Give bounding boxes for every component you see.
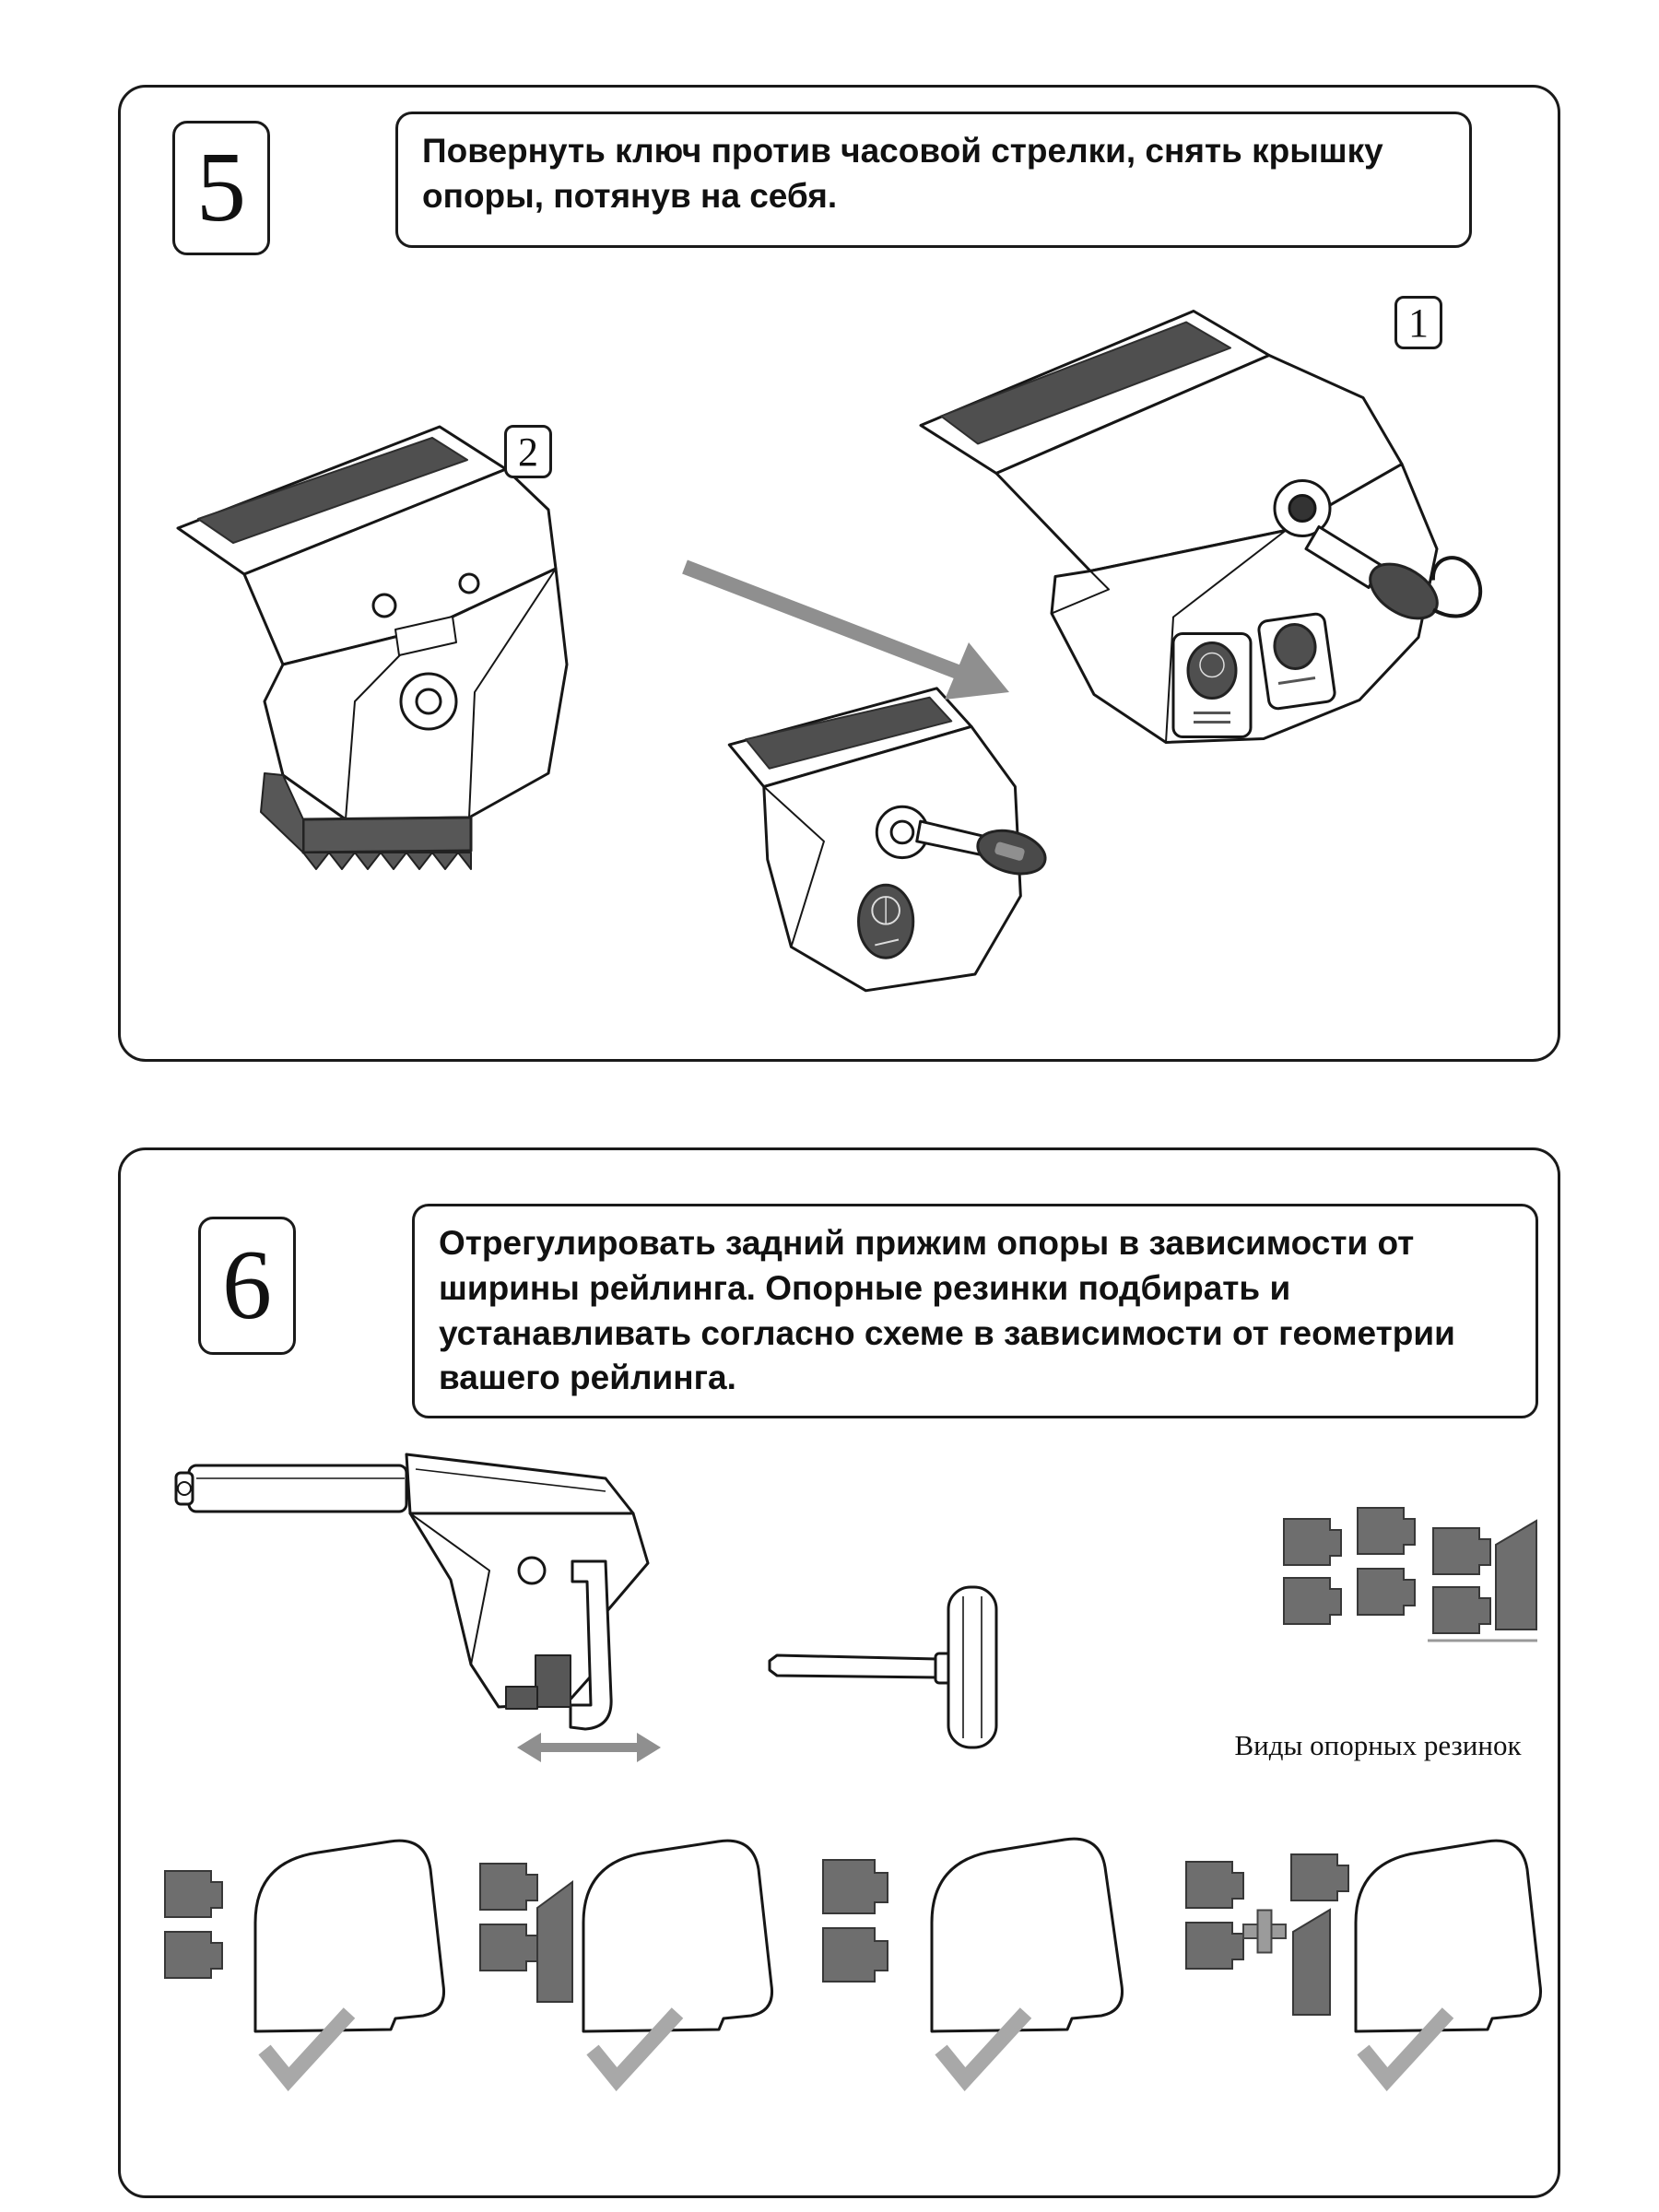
pad-option-1-drawing <box>164 1839 446 2092</box>
pad-option-3-drawing <box>822 1837 1124 2092</box>
step-5-number: 5 <box>196 133 246 242</box>
lower-body <box>1050 463 1439 744</box>
clamp-pad-dark <box>301 816 473 854</box>
crossbar-pad-stripe <box>940 321 1231 445</box>
rail-profile-outline <box>582 1839 774 2033</box>
stem-plate <box>394 616 457 656</box>
step-6-number: 6 <box>222 1230 272 1340</box>
foot-body <box>408 1512 650 1709</box>
step-5-instruction-text: Повернуть ключ против часовой стрелки, с… <box>422 132 1383 215</box>
key-shaft <box>768 1653 941 1679</box>
step-6-number-box: 6 <box>198 1217 296 1355</box>
cover-top-stripe <box>745 696 953 770</box>
top-cover <box>405 1453 635 1515</box>
hex-key-drawing <box>768 1585 998 1749</box>
rear-clamp <box>569 1559 613 1731</box>
step-5-panel: 5 Повернуть ключ против часовой стрелки,… <box>118 85 1560 1062</box>
pads-caption: Виды опорных резинок <box>1234 1729 1522 1761</box>
step-6-instruction-box: Отрегулировать задний прижим опоры в зав… <box>412 1204 1538 1419</box>
pad-option-4 <box>1182 1806 1559 2097</box>
side-wedge-dark <box>260 772 304 853</box>
step-5-instruction-box: Повернуть ключ против часовой стрелки, с… <box>395 112 1472 248</box>
step-6-panel: 6 Отрегулировать задний прижим опоры в з… <box>118 1147 1560 2198</box>
checkmark-icon <box>586 2007 684 2092</box>
pad-option-4-drawing <box>1185 1839 1543 2092</box>
rail-profile-outline <box>253 1839 446 2033</box>
crossbar-pad-stripe <box>197 437 468 544</box>
figure-label-left: 2 <box>504 425 552 478</box>
step-6-instruction-text: Отрегулировать задний прижим опоры в зав… <box>439 1224 1455 1397</box>
checkmark-icon <box>258 2007 356 2092</box>
pad-option-1 <box>156 1806 462 2097</box>
crossbar <box>187 1464 408 1513</box>
cover-body <box>762 724 1022 993</box>
pad-option-2 <box>473 1806 791 2097</box>
plus-icon <box>1242 1909 1287 1954</box>
cover-with-key-drawing <box>727 687 1047 993</box>
rail-profile-outline <box>1354 1839 1543 2033</box>
pad-option-3 <box>818 1806 1145 2097</box>
transition-arrow-icon <box>682 559 1009 700</box>
rail-profile-outline <box>930 1837 1124 2033</box>
figure-label-right: 1 <box>1394 296 1442 349</box>
clamp-teeth <box>302 852 472 870</box>
width-adjust-arrow-icon <box>517 1733 661 1762</box>
checkmark-icon <box>1357 2007 1454 2092</box>
support-foot-open-drawing <box>919 310 1483 744</box>
key-blade <box>1304 525 1383 589</box>
pad-option-2-drawing <box>479 1839 774 2092</box>
step-5-number-box: 5 <box>172 121 270 255</box>
rubber-pad-dark <box>535 1654 571 1708</box>
support-foot-closed-drawing <box>176 425 569 870</box>
rubber-pad-types-drawing <box>1283 1507 1537 1642</box>
checkmark-icon <box>935 2007 1032 2092</box>
support-foot-side-drawing <box>174 1453 661 1762</box>
key-wire-loop <box>1430 556 1483 618</box>
key-handle <box>947 1585 998 1749</box>
